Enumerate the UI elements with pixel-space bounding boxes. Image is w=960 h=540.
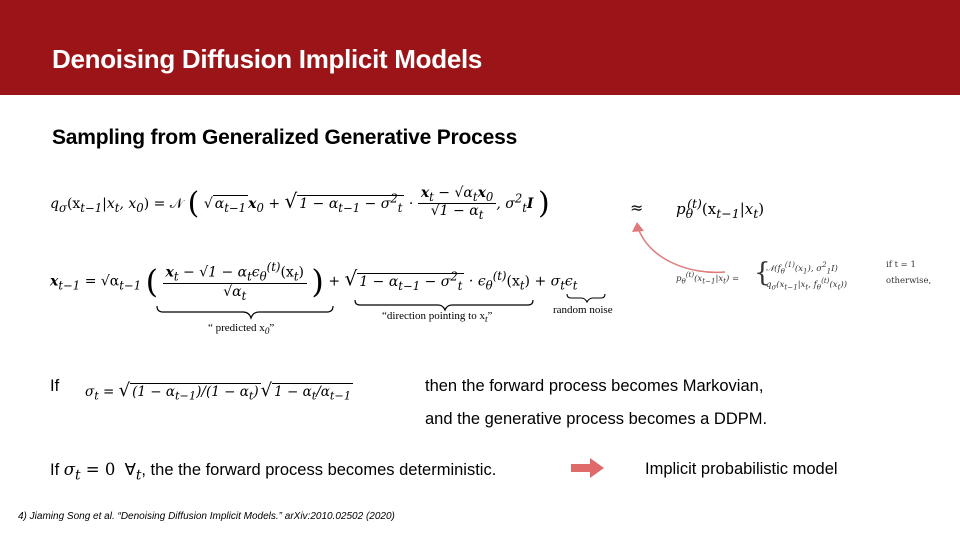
markov-if-label: If <box>50 377 60 395</box>
underbrace-direction <box>354 299 534 312</box>
footnote-citation: 4) Jiaming Song et al. “Denoising Diffus… <box>18 511 395 522</box>
markov-sigma-equation: σt = √(1 − αt−1)/(1 − αt)√1 − αt/αt−1 <box>85 380 354 403</box>
curved-arrow <box>637 227 726 274</box>
label-predicted-x0: “ predicted x0” <box>208 322 275 337</box>
section-subtitle: Sampling from Generalized Generative Pro… <box>52 126 518 149</box>
deterministic-statement: If σt = 0 ∀t, the the forward process be… <box>50 460 497 484</box>
implicit-model-result: Implicit probabilistic model <box>645 460 838 478</box>
header-banner <box>0 0 960 95</box>
markov-line-1: then the forward process becomes Markovi… <box>425 377 764 395</box>
underbrace-noise <box>566 293 606 304</box>
underbrace-predicted <box>156 305 334 320</box>
equation-sampling: xt−1 = √αt−1 ( xt − √1 − αtϵθ(t)(xt) √αt… <box>50 260 578 304</box>
deterministic-if-label: If <box>50 461 60 479</box>
deterministic-text: , the the forward process becomes determ… <box>141 461 497 479</box>
label-direction: “direction pointing to xt” <box>382 310 493 325</box>
curved-arrow-head <box>632 222 644 232</box>
inset-piecewise-equation: pθ(t)(xt−1|xt) = { 𝒩(fθ(1)(x1), σ21I) if… <box>676 258 932 292</box>
slide-title: Denoising Diffusion Implicit Models <box>52 44 483 74</box>
label-random-noise: random noise <box>553 304 613 316</box>
approx-symbol: ≈ <box>630 198 644 217</box>
deterministic-sigma: σt = 0 <box>63 460 116 484</box>
markov-line-2: and the generative process becomes a DDP… <box>425 410 768 428</box>
equation-reverse-model: pθ(t)(xt−1|xt) <box>676 196 765 221</box>
forall-symbol: ∀ <box>124 461 136 479</box>
